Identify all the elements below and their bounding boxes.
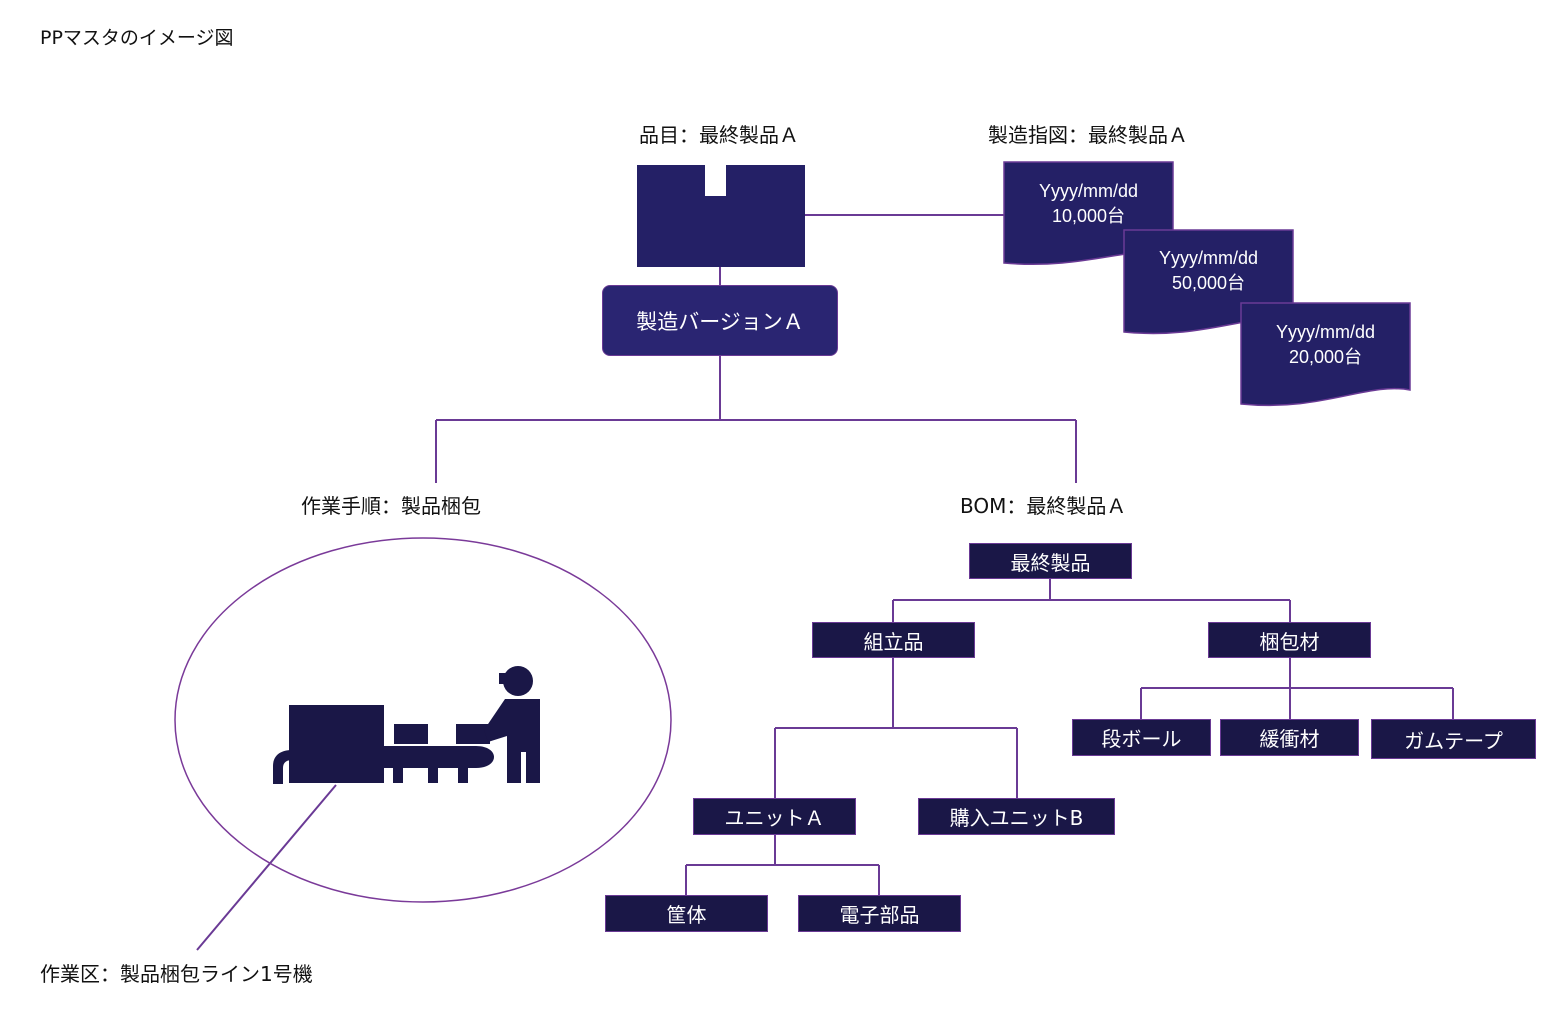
- work-center-label: 作業区：製品梱包ライン1号機: [40, 962, 313, 986]
- connector-lines: [196, 214, 1454, 951]
- order-3-text: Yyyy/mm/dd 20,000台: [1241, 320, 1410, 370]
- order-3-qty: 20,000台: [1288, 347, 1363, 367]
- bom-node-casing[interactable]: 筐体: [605, 895, 768, 932]
- routing-label: 作業手順：製品梱包: [301, 494, 481, 518]
- bom-node-assembly[interactable]: 組立品: [812, 622, 975, 658]
- order-2-text: Yyyy/mm/dd 50,000台: [1124, 246, 1293, 296]
- order-document-3: [1240, 302, 1411, 407]
- page-title: PPマスタのイメージ図: [40, 27, 234, 49]
- order-2-qty: 50,000台: [1171, 273, 1246, 293]
- bom-label: BOM：最終製品Ａ: [960, 494, 1127, 518]
- item-box-icon: [637, 165, 805, 267]
- order-1-text: Yyyy/mm/dd 10,000台: [1004, 179, 1173, 229]
- bom-node-packaging[interactable]: 梱包材: [1208, 622, 1371, 658]
- order-1-date: Yyyy/mm/dd: [1038, 181, 1139, 201]
- production-order-documents: [1003, 161, 1411, 407]
- bom-node-electronic-parts[interactable]: 電子部品: [798, 895, 961, 932]
- production-version-box[interactable]: 製造バージョンＡ: [602, 285, 838, 356]
- order-2-date: Yyyy/mm/dd: [1158, 248, 1259, 268]
- order-3-date: Yyyy/mm/dd: [1275, 322, 1376, 342]
- packing-line-icon: [273, 666, 540, 784]
- production-order-label: 製造指図：最終製品Ａ: [988, 123, 1188, 147]
- bom-node-unit-a[interactable]: ユニットＡ: [693, 798, 856, 835]
- item-label: 品目：最終製品Ａ: [639, 123, 799, 147]
- bom-node-purchased-unit-b[interactable]: 購入ユニットB: [918, 798, 1115, 835]
- bom-node-cushioning[interactable]: 緩衝材: [1220, 719, 1359, 756]
- bom-node-final-product[interactable]: 最終製品: [969, 543, 1132, 579]
- bom-node-gum-tape[interactable]: ガムテープ: [1371, 719, 1536, 759]
- order-1-qty: 10,000台: [1051, 206, 1126, 226]
- bom-node-cardboard[interactable]: 段ボール: [1072, 719, 1211, 756]
- routing-ellipse: [174, 537, 672, 903]
